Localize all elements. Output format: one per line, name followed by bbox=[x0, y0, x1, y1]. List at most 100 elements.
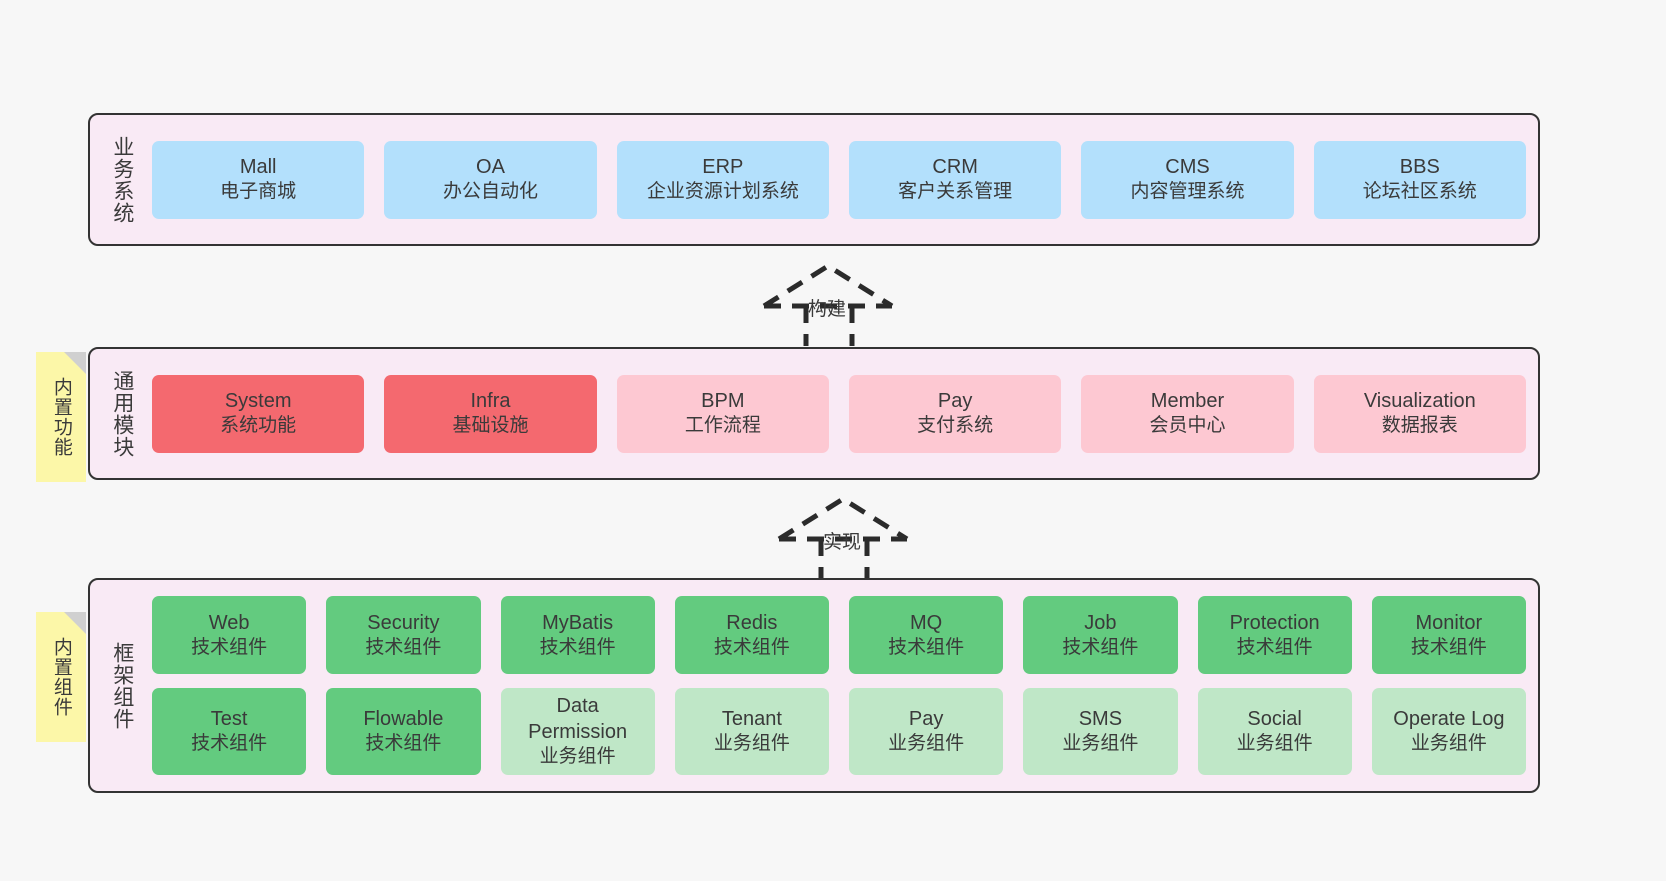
node-subtitle: 技术组件 bbox=[1410, 636, 1487, 658]
node-title: Social bbox=[1247, 707, 1302, 730]
node-subtitle: 系统功能 bbox=[220, 415, 297, 437]
node-title: ERP bbox=[702, 155, 744, 178]
node-title: CRM bbox=[932, 155, 978, 178]
node-subtitle: 论坛社区系统 bbox=[1362, 181, 1477, 203]
note-builtin-features-label: 内置功能 bbox=[50, 377, 72, 457]
node-subtitle: 技术组件 bbox=[888, 636, 965, 658]
node-cms[interactable]: CMS 内容管理系统 bbox=[1081, 140, 1294, 219]
node-tenant[interactable]: Tenant 业务组件 bbox=[674, 688, 829, 775]
node-subtitle: 业务组件 bbox=[888, 733, 965, 755]
node-pay[interactable]: Pay 支付系统 bbox=[848, 374, 1062, 453]
arrowhead-triangle-sides bbox=[777, 496, 909, 542]
node-operate-log[interactable]: Operate Log 业务组件 bbox=[1371, 688, 1526, 775]
node-title: SMS bbox=[1078, 707, 1123, 730]
node-subtitle: 技术组件 bbox=[1062, 636, 1139, 658]
node-subtitle: 数据报表 bbox=[1381, 415, 1458, 437]
node-subtitle: 技术组件 bbox=[365, 636, 442, 658]
node-pay[interactable]: Pay 业务组件 bbox=[849, 688, 1004, 775]
note-builtin-features: 内置功能 bbox=[36, 352, 86, 482]
node-row: System 系统功能 Infra 基础设施 BPM 工作流程 Pay 支付系统 Member 会… bbox=[152, 374, 1526, 453]
node-title: Protection bbox=[1229, 611, 1320, 634]
node-subtitle: 客户关系管理 bbox=[898, 181, 1013, 203]
node-title: Monitor bbox=[1415, 611, 1483, 634]
node-subtitle: 技术组件 bbox=[713, 636, 790, 658]
node-title: Tenant bbox=[721, 707, 782, 730]
node-subtitle: 业务组件 bbox=[1410, 733, 1487, 755]
arrowhead-triangle-sides bbox=[762, 263, 894, 309]
node-subtitle: 技术组件 bbox=[191, 733, 268, 755]
node-title: BBS bbox=[1399, 155, 1440, 178]
node-subtitle: 业务组件 bbox=[1062, 733, 1139, 755]
node-subtitle: 业务组件 bbox=[539, 745, 616, 767]
node-infra[interactable]: Infra 基础设施 bbox=[384, 374, 597, 453]
node-subtitle: 办公自动化 bbox=[442, 181, 538, 203]
node-bbs[interactable]: BBS 论坛社区系统 bbox=[1313, 140, 1526, 219]
connector-implement-label: 实现 bbox=[823, 532, 862, 553]
node-subtitle: 基础设施 bbox=[452, 415, 529, 437]
node-subtitle: 技术组件 bbox=[365, 733, 442, 755]
node-crm[interactable]: CRM 客户关系管理 bbox=[848, 140, 1062, 219]
node-subtitle: 内容管理系统 bbox=[1130, 181, 1245, 203]
node-title: Operate Log bbox=[1393, 707, 1505, 730]
note-builtin-components-label: 内置组件 bbox=[50, 637, 72, 717]
layer-title-business-systems: 业务系统 bbox=[110, 135, 134, 224]
node-title: Test bbox=[210, 707, 248, 730]
node-title: Infra bbox=[470, 389, 511, 412]
node-subtitle: 工作流程 bbox=[684, 415, 761, 437]
node-member[interactable]: Member 会员中心 bbox=[1081, 374, 1294, 453]
node-title: Web bbox=[208, 611, 250, 634]
node-subtitle: 技术组件 bbox=[1236, 636, 1313, 658]
node-bpm[interactable]: BPM 工作流程 bbox=[616, 374, 829, 453]
node-subtitle: 业务组件 bbox=[1236, 733, 1313, 755]
node-social[interactable]: Social 业务组件 bbox=[1197, 688, 1352, 775]
node-title: Member bbox=[1150, 389, 1225, 412]
node-title: Mall bbox=[239, 155, 277, 178]
node-subtitle: 技术组件 bbox=[191, 636, 268, 658]
node-subtitle: 电子商城 bbox=[220, 181, 297, 203]
layer-title-common-modules: 通用模块 bbox=[110, 369, 134, 458]
node-title: CMS bbox=[1165, 155, 1210, 178]
node-title: Data Permission bbox=[528, 695, 628, 743]
node-title: Pay bbox=[908, 707, 944, 730]
node-visualization[interactable]: Visualization 数据报表 bbox=[1313, 374, 1526, 453]
node-title: Pay bbox=[937, 389, 973, 412]
node-title: Flowable bbox=[363, 707, 444, 730]
node-title: MQ bbox=[910, 611, 943, 634]
node-title: BPM bbox=[701, 389, 745, 412]
node-title: Visualization bbox=[1363, 389, 1476, 412]
node-subtitle: 业务组件 bbox=[713, 733, 790, 755]
node-test[interactable]: Test 技术组件 bbox=[152, 688, 307, 775]
node-sms[interactable]: SMS 业务组件 bbox=[1023, 688, 1178, 775]
layer-body-common-modules: System 系统功能 Infra 基础设施 BPM 工作流程 Pay 支付系统 Member 会… bbox=[142, 359, 1526, 468]
node-title: System bbox=[224, 389, 292, 412]
node-flowable[interactable]: Flowable 技术组件 bbox=[326, 688, 481, 775]
node-system[interactable]: System 系统功能 bbox=[152, 374, 365, 453]
node-subtitle: 技术组件 bbox=[539, 636, 616, 658]
node-mall[interactable]: Mall 电子商城 bbox=[152, 140, 365, 219]
node-title: Security bbox=[367, 611, 440, 634]
node-subtitle: 支付系统 bbox=[917, 415, 994, 437]
node-title: Job bbox=[1084, 611, 1117, 634]
layer-title-framework-components: 框架组件 bbox=[110, 641, 134, 730]
connector-implement: 实现 bbox=[775, 495, 915, 579]
layer-common-modules: 通用模块 System 系统功能 Infra 基础设施 BPM 工作流程 Pay 支付系统 Me… bbox=[88, 347, 1540, 480]
node-subtitle: 会员中心 bbox=[1149, 415, 1226, 437]
